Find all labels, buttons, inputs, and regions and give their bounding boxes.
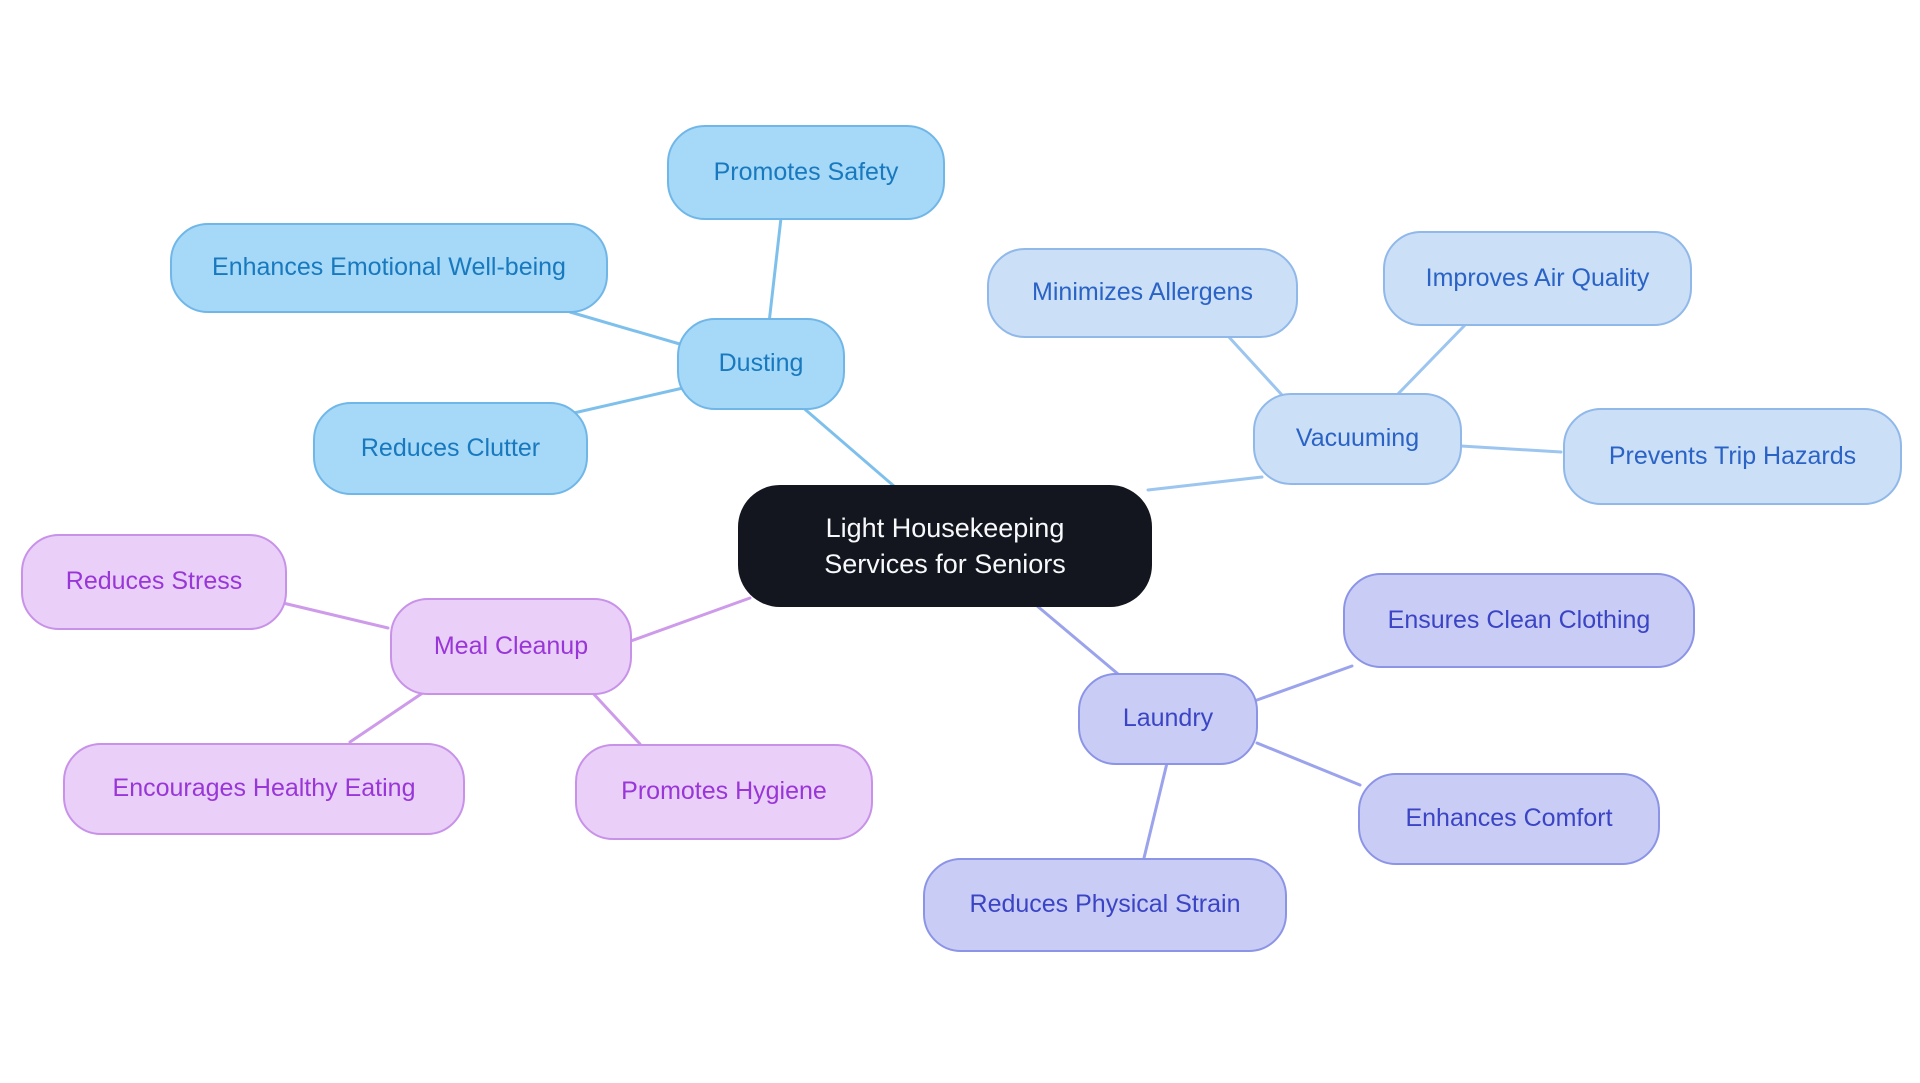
- central-node[interactable]: Light Housekeeping Services for Seniors: [738, 485, 1152, 607]
- node-meal-cleanup[interactable]: Meal Cleanup: [390, 598, 632, 695]
- edge-central-mealcleanup: [626, 596, 752, 644]
- node-dusting[interactable]: Dusting: [677, 318, 845, 410]
- node-ensures-clean-clothing[interactable]: Ensures Clean Clothing: [1343, 573, 1695, 668]
- node-laundry[interactable]: Laundry: [1078, 673, 1258, 765]
- node-encourages-healthy-eating[interactable]: Encourages Healthy Eating: [63, 743, 465, 835]
- edge-central-laundry: [1034, 603, 1120, 676]
- edge-mealcleanup-stress: [281, 601, 390, 630]
- edge-central-vacuuming: [1146, 475, 1264, 492]
- node-promotes-hygiene[interactable]: Promotes Hygiene: [575, 744, 873, 840]
- edge-laundry-clothing: [1255, 664, 1354, 702]
- edge-vacuuming-trip: [1459, 444, 1563, 454]
- edge-dusting-emotional: [568, 310, 692, 349]
- edge-dusting-safety: [767, 216, 783, 325]
- node-improves-air-quality[interactable]: Improves Air Quality: [1383, 231, 1692, 326]
- edge-dusting-clutter: [563, 386, 685, 417]
- node-reduces-clutter[interactable]: Reduces Clutter: [313, 402, 588, 495]
- node-promotes-safety[interactable]: Promotes Safety: [667, 125, 945, 220]
- node-minimizes-allergens[interactable]: Minimizes Allergens: [987, 248, 1298, 338]
- edge-vacuuming-allergens: [1226, 334, 1284, 397]
- edge-vacuuming-air: [1396, 323, 1467, 396]
- node-reduces-stress[interactable]: Reduces Stress: [21, 534, 287, 630]
- edge-mealcleanup-hygiene: [588, 688, 642, 746]
- edge-laundry-strain: [1142, 761, 1169, 860]
- node-prevents-trip-hazards[interactable]: Prevents Trip Hazards: [1563, 408, 1902, 505]
- edge-mealcleanup-eating: [348, 686, 432, 744]
- node-enhances-comfort[interactable]: Enhances Comfort: [1358, 773, 1660, 865]
- node-enhances-emotional-wellbeing[interactable]: Enhances Emotional Well-being: [170, 223, 608, 313]
- edge-central-dusting: [798, 403, 897, 489]
- node-reduces-physical-strain[interactable]: Reduces Physical Strain: [923, 858, 1287, 952]
- edge-laundry-comfort: [1255, 741, 1362, 787]
- node-vacuuming[interactable]: Vacuuming: [1253, 393, 1462, 485]
